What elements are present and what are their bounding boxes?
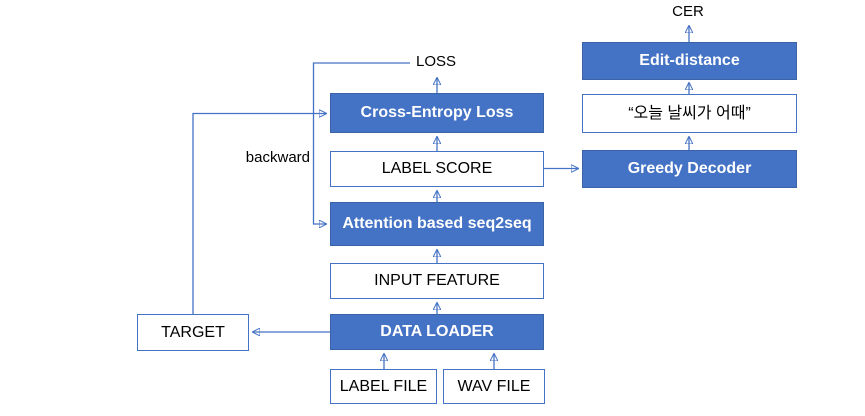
node-wav-file: WAV FILE: [443, 369, 545, 404]
node-input-feature: INPUT FEATURE: [330, 263, 544, 299]
node-decoded-text: “오늘 날씨가 어때”: [582, 94, 797, 133]
backward-label: backward: [245, 149, 310, 166]
node-greedy-decoder: Greedy Decoder: [582, 150, 797, 188]
node-target: TARGET: [137, 314, 249, 351]
node-attention-seq2seq: Attention based seq2seq: [330, 202, 544, 246]
connector-target-to-cross-entropy: [192, 114, 326, 314]
node-label-score: LABEL SCORE: [330, 151, 544, 187]
node-label-file: LABEL FILE: [330, 369, 437, 404]
cer-label: CER: [672, 3, 704, 20]
node-cross-entropy-loss: Cross-Entropy Loss: [330, 93, 544, 133]
node-data-loader: DATA LOADER: [330, 314, 544, 350]
loss-label: LOSS: [415, 53, 457, 70]
connector-loss-backward-to-attention: [312, 62, 410, 224]
node-edit-distance: Edit-distance: [582, 42, 797, 80]
